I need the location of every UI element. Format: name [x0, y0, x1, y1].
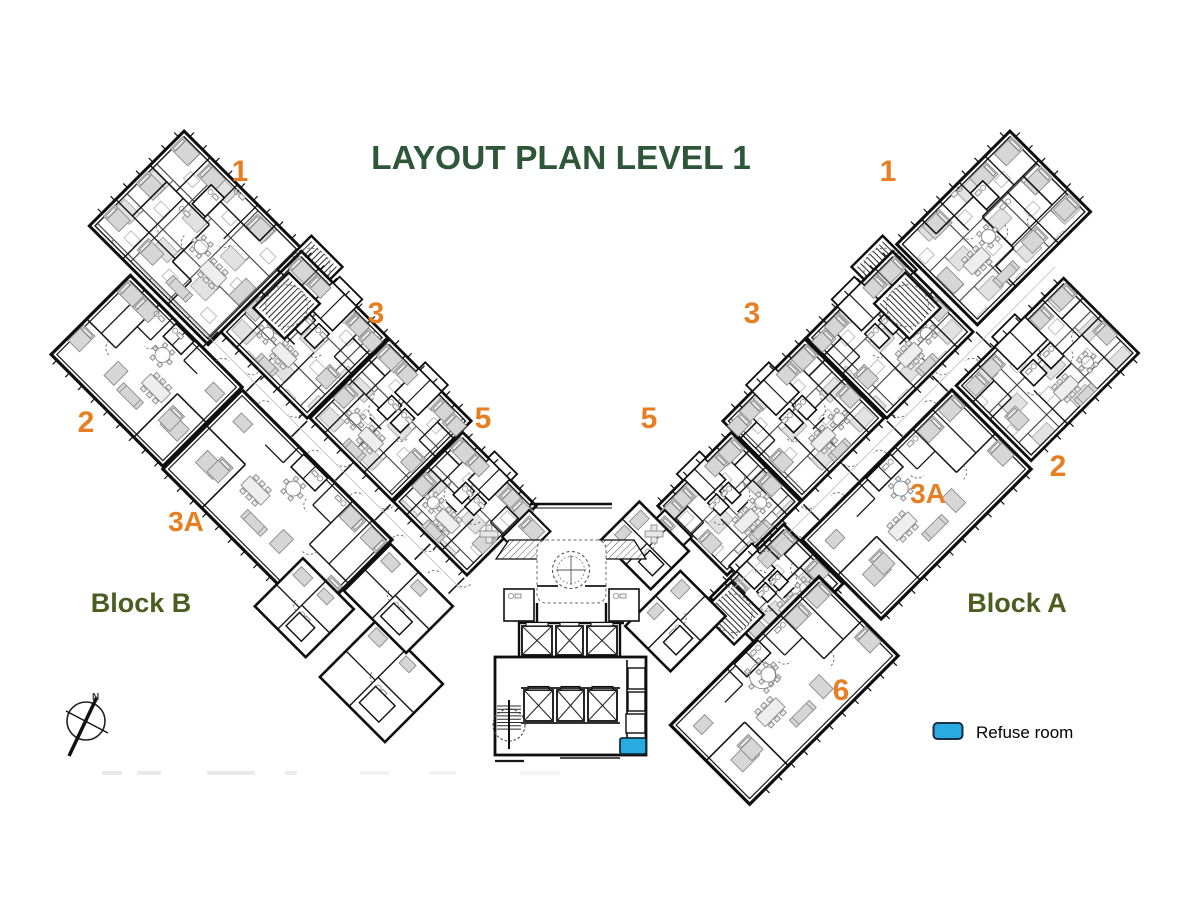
- svg-text:3A: 3A: [168, 506, 204, 537]
- svg-text:N: N: [92, 692, 99, 703]
- svg-text:2: 2: [1050, 450, 1067, 483]
- svg-text:Block B: Block B: [91, 588, 192, 618]
- svg-text:Refuse room: Refuse room: [976, 723, 1073, 742]
- svg-text:2: 2: [78, 406, 95, 439]
- svg-text:3: 3: [744, 297, 761, 330]
- svg-text:5: 5: [475, 402, 492, 435]
- svg-text:LAYOUT PLAN LEVEL 1: LAYOUT PLAN LEVEL 1: [371, 140, 751, 177]
- svg-text:3: 3: [368, 297, 385, 330]
- svg-text:1: 1: [880, 155, 897, 188]
- svg-text:5: 5: [641, 402, 658, 435]
- svg-text:Block A: Block A: [967, 588, 1067, 618]
- svg-text:1: 1: [232, 155, 249, 188]
- svg-text:6: 6: [833, 674, 850, 707]
- svg-text:3A: 3A: [910, 478, 946, 509]
